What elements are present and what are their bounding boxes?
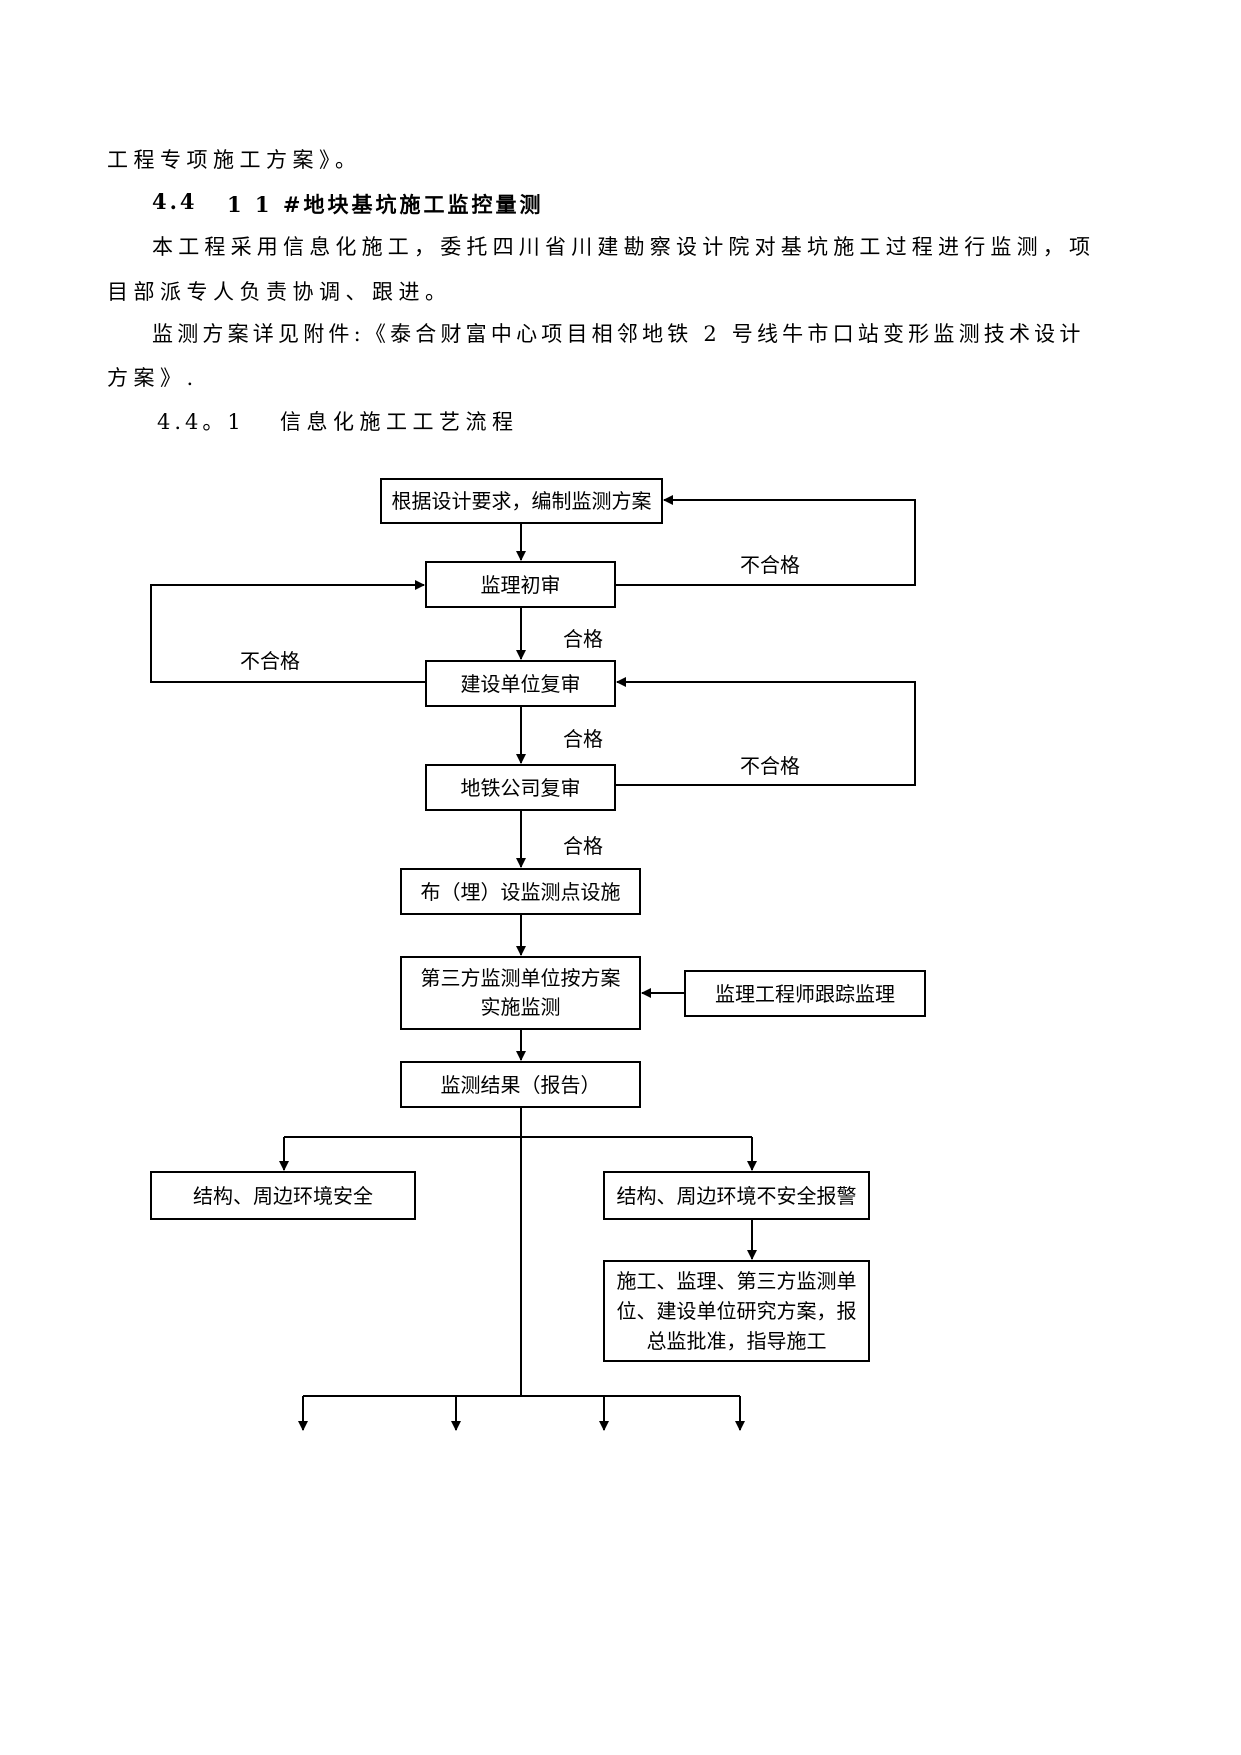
label-pass-1: 合格: [563, 627, 603, 651]
box-owner-review-label: 建设单位复审: [460, 671, 581, 696]
box-third-party-monitoring-line-2: 实施监测: [480, 995, 561, 1019]
label-fail-1: 不合格: [740, 553, 800, 577]
paragraph-2-line-1: 监测方案详见附件:《泰合财富中心项目相邻地铁 2 号线牛市口站变形监测技术设计: [152, 322, 1085, 346]
box-structure-safe-label: 结构、周边环境安全: [193, 1183, 373, 1208]
box-joint-study-plan-line-2: 位、建设单位研究方案，报: [616, 1299, 857, 1323]
box-monitoring-results-label: 监测结果（报告）: [440, 1072, 601, 1097]
box-joint-study-plan: 施工、监理、第三方监测单 位、建设单位研究方案，报 总监批准，指导施工: [603, 1260, 870, 1362]
box-install-monitoring-points-label: 布（埋）设监测点设施: [420, 879, 621, 904]
box-third-party-monitoring-line-1: 第三方监测单位按方案: [420, 966, 621, 990]
box-metro-company-review: 地铁公司复审: [425, 764, 616, 811]
box-supervisor-initial-review: 监理初审: [425, 561, 616, 608]
box-engineer-tracking: 监理工程师跟踪监理: [684, 970, 926, 1017]
box-joint-study-plan-line-1: 施工、监理、第三方监测单: [616, 1269, 857, 1293]
box-supervisor-initial-review-label: 监理初审: [480, 572, 561, 597]
box-prepare-monitoring-plan: 根据设计要求，编制监测方案: [380, 478, 663, 524]
label-fail-2: 不合格: [240, 649, 300, 673]
box-owner-review: 建设单位复审: [425, 660, 616, 707]
box-structure-unsafe-alarm-label: 结构、周边环境不安全报警: [616, 1183, 857, 1208]
paragraph-1-line-1: 本工程采用信息化施工，委托四川省川建勘察设计院对基坑施工过程进行监测，项: [152, 235, 1096, 259]
box-joint-study-plan-line-3: 总监批准，指导施工: [646, 1329, 827, 1353]
section-heading-number: 4.4: [152, 189, 198, 214]
loop-b4-to-b3: [615, 677, 916, 786]
paragraph-2-line-2: 方案》.: [107, 366, 199, 390]
loop-b2-to-b1: [615, 495, 916, 586]
subsection-number: 4.4。1: [157, 410, 245, 434]
box-metro-company-review-label: 地铁公司复审: [460, 775, 581, 800]
label-fail-3: 不合格: [740, 754, 800, 778]
box-third-party-monitoring: 第三方监测单位按方案 实施监测: [400, 956, 641, 1030]
loop-b3-to-b2: [150, 580, 426, 683]
box-structure-unsafe-alarm: 结构、周边环境不安全报警: [603, 1171, 870, 1220]
text-line-1: 工程专项施工方案》。: [107, 148, 362, 172]
box-prepare-monitoring-plan-label: 根据设计要求，编制监测方案: [391, 489, 652, 513]
box-monitoring-results: 监测结果（报告）: [400, 1061, 641, 1108]
section-heading-title: 1 1 #地块基坑施工监控量测: [227, 192, 544, 217]
paragraph-1-line-2: 目部派专人负责协调、跟进。: [107, 280, 452, 304]
box-engineer-tracking-label: 监理工程师跟踪监理: [715, 981, 895, 1006]
box-install-monitoring-points: 布（埋）设监测点设施: [400, 868, 641, 915]
box-structure-safe: 结构、周边环境安全: [150, 1171, 416, 1220]
label-pass-2: 合格: [563, 727, 603, 751]
label-pass-3: 合格: [563, 834, 603, 858]
subsection-title: 信息化施工工艺流程: [280, 410, 519, 434]
